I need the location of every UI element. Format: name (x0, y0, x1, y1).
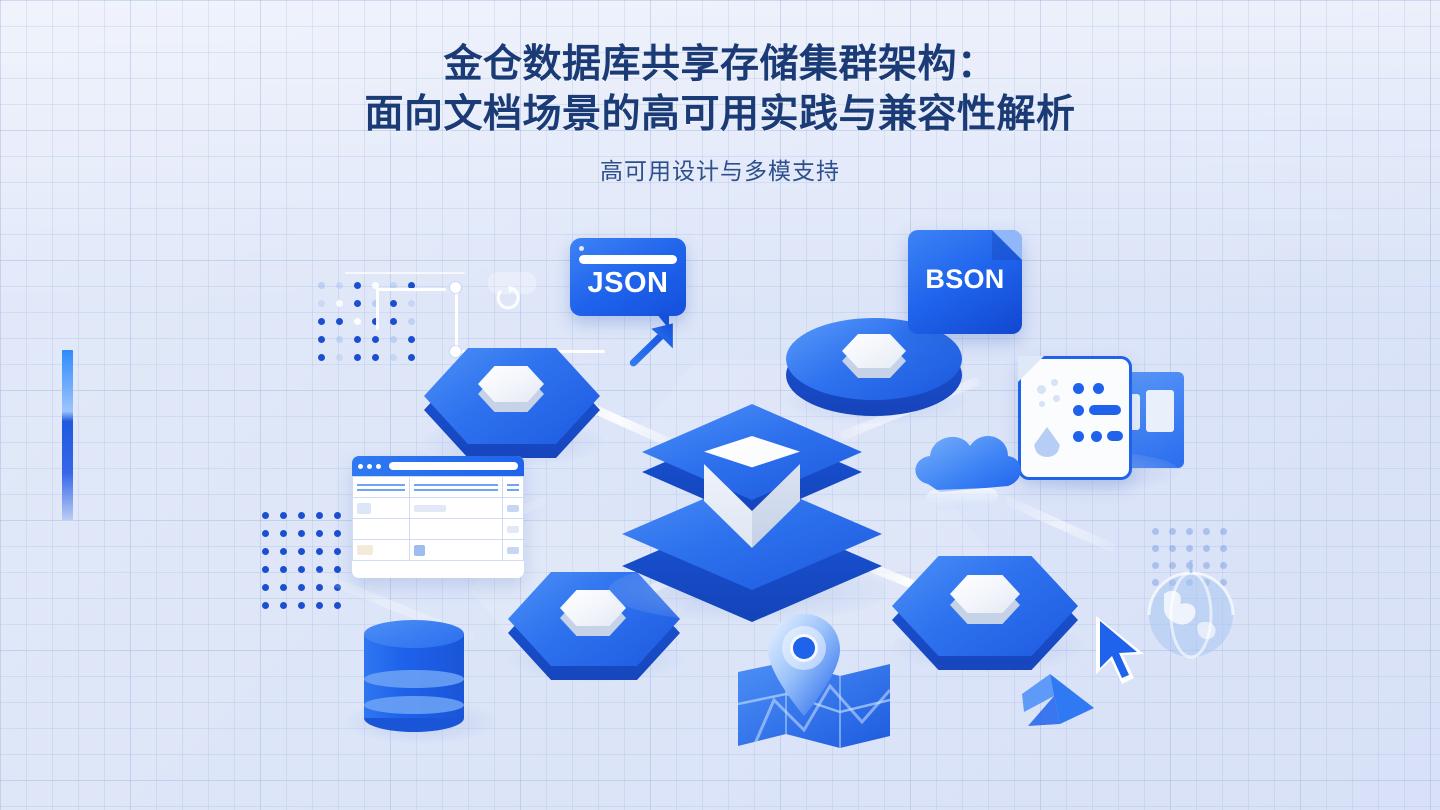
data-table-window (352, 456, 524, 578)
table-row (352, 497, 524, 519)
dot-matrix-left (262, 512, 341, 609)
dot-matrix-upper (318, 282, 415, 361)
list-bullet-icon (1073, 405, 1084, 416)
molecule-dot-icon (1037, 385, 1046, 394)
disc-puck-top (842, 334, 906, 368)
table-cell (352, 539, 410, 561)
database-cylinder (364, 620, 464, 732)
table-row (352, 476, 524, 498)
table-cell (408, 518, 504, 540)
connector-line (376, 290, 379, 330)
cell-chip (507, 504, 519, 512)
window-dot-icon (376, 463, 381, 469)
table-cell (502, 518, 524, 540)
connector-node (450, 282, 461, 293)
droplet-icon (1034, 427, 1060, 457)
ghost-panel (488, 272, 536, 294)
disc-node-upper-right (786, 318, 962, 416)
table-cell (352, 518, 410, 540)
table-row (352, 539, 524, 561)
table-header-rule (507, 488, 519, 491)
window-dot-icon (358, 463, 363, 469)
table-cell (408, 476, 504, 498)
page-subtitle: 高可用设计与多模支持 (600, 157, 840, 184)
json-badge-bar (579, 255, 677, 264)
molecule-dot-icon (1051, 379, 1058, 386)
table-header-rule (357, 488, 405, 491)
table-cell (352, 476, 410, 498)
connector-line (345, 272, 465, 274)
cell-chip (507, 546, 519, 554)
json-badge: JSON (570, 238, 686, 329)
cell-chip (414, 504, 446, 512)
table-cell (502, 539, 524, 561)
json-badge-tail (656, 313, 669, 329)
table-header-rule (357, 483, 405, 486)
page-title-line-2: 面向文档场景的高可用实践与兼容性解析 (364, 92, 1076, 136)
page-title: 金仓数据库共享存储集群架构： 面向文档场景的高可用实践与兼容性解析 (0, 40, 1440, 140)
mouse-cursor-icon (1096, 616, 1144, 684)
table-cell (408, 539, 504, 561)
json-badge-dot-icon (579, 246, 584, 251)
core-platform (618, 392, 886, 622)
document-back-page (1146, 390, 1174, 432)
document-card-corner (1018, 356, 1044, 382)
window-title-bar (352, 456, 524, 476)
slide-header: 金仓数据库共享存储集群架构： 面向文档场景的高可用实践与兼容性解析 高可用设计与… (0, 40, 1440, 186)
cloud-shape-icon (915, 435, 1021, 510)
cell-chip (507, 525, 519, 533)
core-cube-right (752, 464, 800, 548)
list-bullet-icon (1073, 383, 1084, 394)
window-dot-icon (367, 463, 372, 469)
table-cell (408, 497, 504, 519)
table-cell (502, 497, 524, 519)
bson-file-icon: BSON (908, 230, 1022, 334)
map-pin-icon (768, 614, 840, 716)
hex-node-lower-right (892, 556, 1078, 670)
table-cell (502, 476, 524, 498)
table-header-rule (414, 483, 499, 486)
list-bar (1107, 431, 1123, 441)
cell-chip (357, 545, 373, 555)
json-badge-label: JSON (587, 267, 669, 299)
hex-puck-top (950, 575, 1020, 613)
document-card (1018, 356, 1132, 480)
molecule-dot-icon (1039, 401, 1045, 407)
loader-ring-icon (496, 286, 520, 310)
cell-chip (357, 502, 371, 514)
list-bullet-icon (1093, 383, 1104, 394)
molecule-dot-icon (1053, 395, 1060, 402)
connector-node (450, 346, 461, 357)
globe-graphic-icon (1147, 560, 1235, 659)
table-header-rule (507, 483, 519, 486)
database-band (364, 696, 464, 714)
list-bullet-icon (1091, 431, 1102, 442)
table-header-rule (414, 488, 499, 491)
core-cube (704, 436, 800, 548)
hex-puck-top (478, 366, 544, 402)
data-table (352, 476, 524, 561)
window-address-bar[interactable] (389, 462, 518, 470)
database-top (364, 620, 464, 648)
core-cube-left (704, 464, 752, 548)
window-body (352, 476, 524, 561)
page-title-line-1: 金仓数据库共享存储集群架构： (443, 43, 997, 86)
list-bullet-icon (1073, 431, 1084, 442)
connector-line (455, 290, 458, 352)
bson-file-label: BSON (925, 264, 1005, 294)
ribbon-shape-icon (1022, 674, 1094, 726)
accent-bar (62, 350, 73, 520)
database-band (364, 670, 464, 688)
connector-line (376, 288, 446, 291)
hex-node-upper-left (424, 348, 600, 458)
list-bar (1089, 405, 1121, 415)
table-row (352, 518, 524, 540)
table-cell (352, 497, 410, 519)
up-right-arrow-icon (629, 323, 673, 367)
cell-chip (414, 544, 425, 556)
